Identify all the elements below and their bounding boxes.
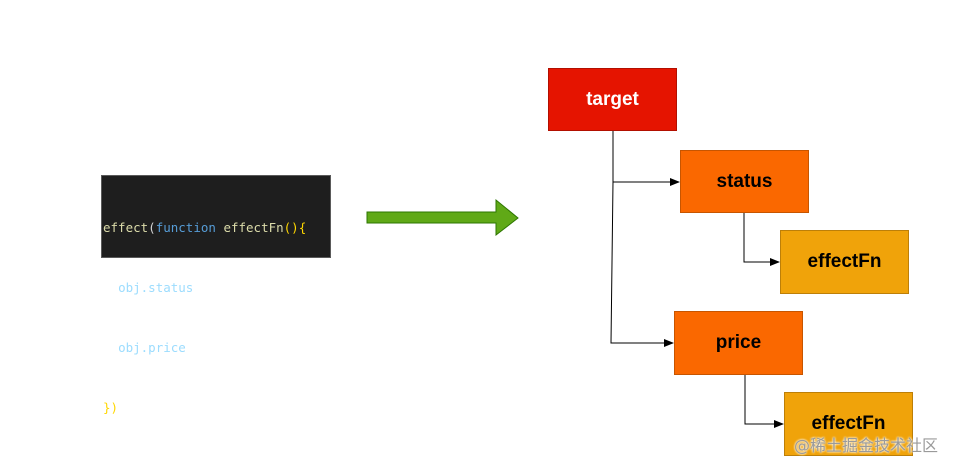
watermark: @稀土掘金技术社区 <box>794 436 939 455</box>
code-line-3: obj.price <box>103 338 330 358</box>
code-close: }) <box>103 400 119 415</box>
edge-target-status <box>612 131 680 186</box>
code-signature: (){ <box>283 220 307 235</box>
code-status-access: obj.status <box>118 280 194 295</box>
edge-status-effectfn <box>743 213 780 266</box>
node-status-label: status <box>716 170 773 192</box>
node-price-effectfn: effectFn <box>784 392 913 456</box>
node-price-label: price <box>715 332 762 353</box>
node-status-effectfn-label: effectFn <box>807 251 882 272</box>
code-callback-name: effectFn <box>223 220 284 235</box>
code-line-2: obj.status <box>103 278 330 298</box>
code-keyword: function <box>155 220 216 235</box>
code-line-4: }) <box>103 398 330 418</box>
edge-target-price <box>610 181 674 347</box>
node-price-effectfn-label: effectFn <box>811 413 886 434</box>
transform-arrow-icon <box>366 198 519 237</box>
node-status: status <box>680 150 809 213</box>
node-price: price <box>674 311 803 375</box>
code-line-1: effect(function effectFn(){ <box>103 218 330 238</box>
edge-price-effectfn <box>744 375 784 428</box>
node-status-effectfn: effectFn <box>780 230 909 294</box>
code-open-paren: ( <box>148 220 156 235</box>
code-price-access: obj.price <box>118 340 186 355</box>
code-fn-name: effect <box>103 220 149 235</box>
code-snippet: effect(function effectFn(){ obj.status o… <box>101 175 331 415</box>
node-target: target <box>548 68 677 131</box>
node-target-label: target <box>586 88 639 110</box>
